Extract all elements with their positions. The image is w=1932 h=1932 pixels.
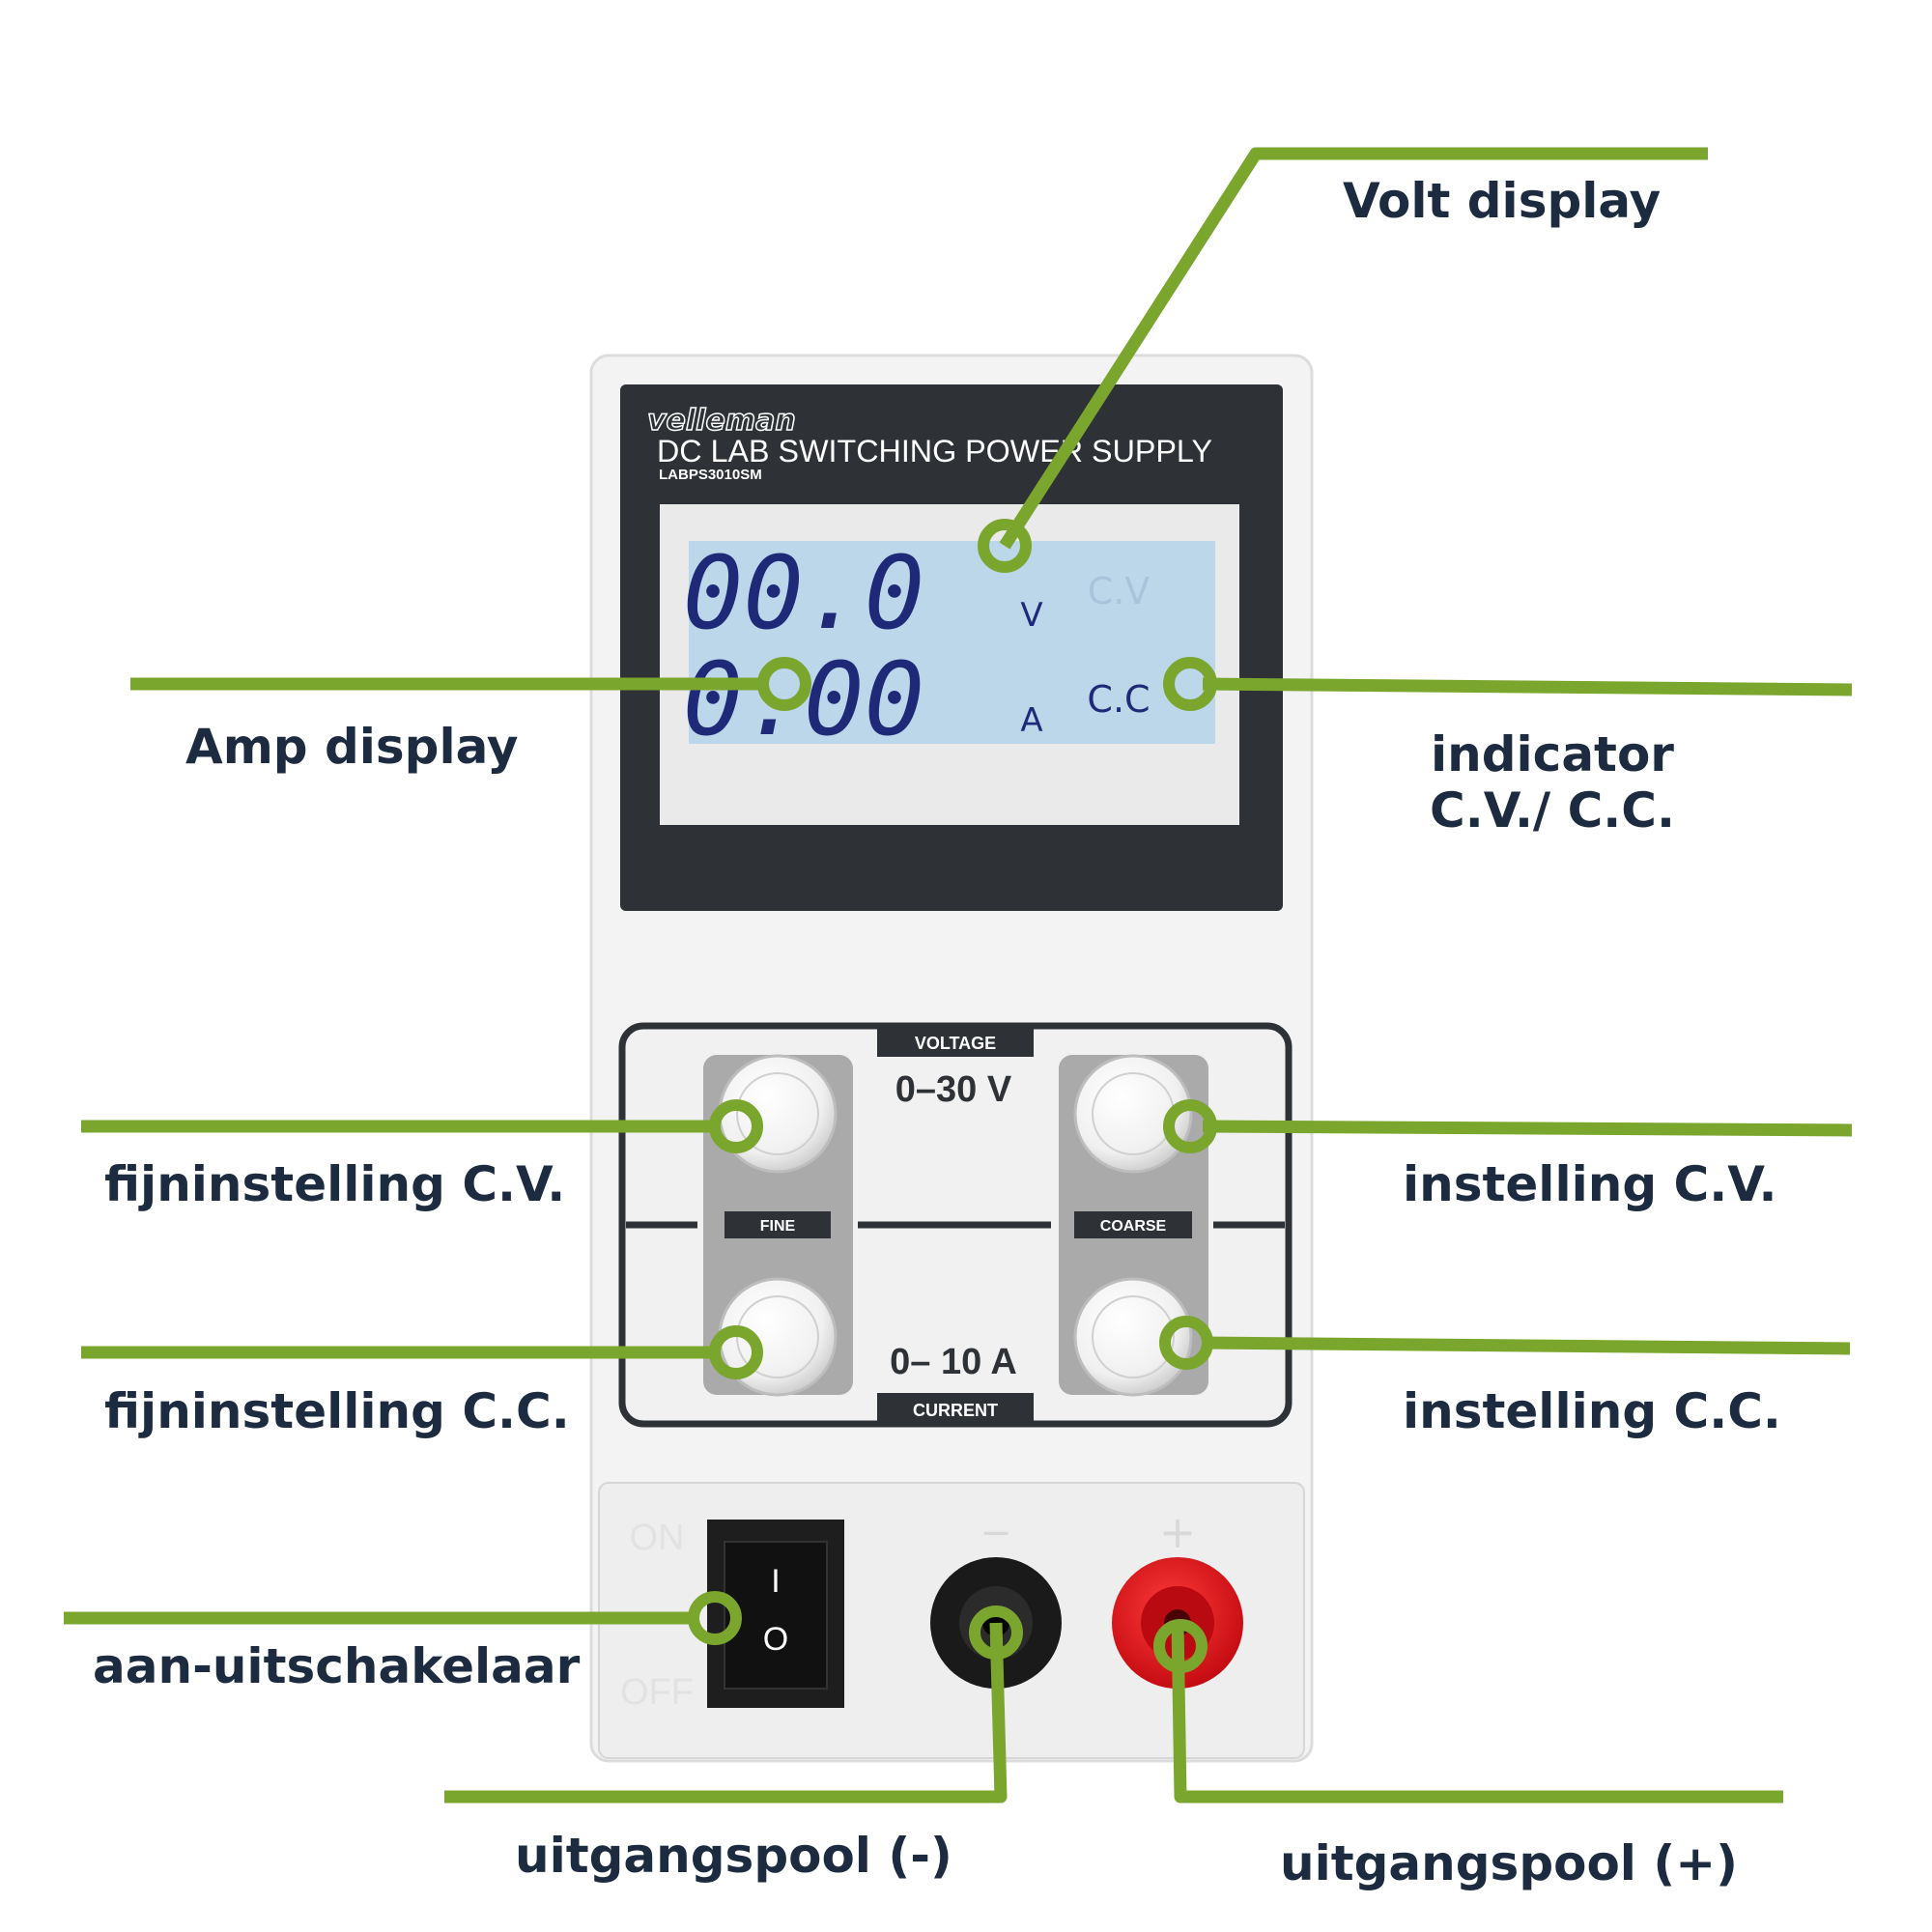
label-setting-cc: instelling C.C. bbox=[1403, 1383, 1781, 1439]
marker-fine-cc bbox=[709, 1325, 763, 1379]
label-output-negative: uitgangspool (-) bbox=[515, 1828, 952, 1884]
marker-positive bbox=[1153, 1619, 1208, 1673]
callout-line-negative bbox=[444, 1622, 1008, 1804]
fine-voltage-knob[interactable] bbox=[718, 1054, 838, 1174]
label-indicator-line1: indicator bbox=[1431, 726, 1674, 782]
voltage-tab bbox=[877, 1026, 1034, 1057]
callout-line-positive bbox=[1171, 1622, 1783, 1804]
callout-line-volt bbox=[999, 147, 1708, 550]
marker-negative bbox=[969, 1605, 1023, 1660]
coarse-tag-label: COARSE bbox=[1100, 1218, 1167, 1235]
current-tab bbox=[877, 1393, 1034, 1424]
power-switch[interactable] bbox=[707, 1520, 844, 1708]
device-title: DC LAB SWITCHING POWER SUPPLY bbox=[657, 434, 1212, 469]
voltage-tab-label: VOLTAGE bbox=[915, 1034, 996, 1053]
voltage-range: 0–30 V bbox=[895, 1069, 1012, 1110]
label-volt-display: Volt display bbox=[1343, 173, 1662, 229]
brand-logo: velleman bbox=[647, 404, 796, 438]
marker-setting-cv bbox=[1163, 1099, 1217, 1153]
label-fine-cv: fijninstelling C.V. bbox=[104, 1156, 566, 1212]
negative-symbol: − bbox=[980, 1511, 1012, 1555]
label-output-positive: uitgangspool (+) bbox=[1280, 1835, 1738, 1891]
coarse-voltage-knob[interactable] bbox=[1073, 1054, 1193, 1174]
callout-markers bbox=[688, 519, 1217, 1673]
current-tab-label: CURRENT bbox=[913, 1401, 998, 1420]
marker-volt bbox=[978, 519, 1032, 573]
current-unit: A bbox=[1020, 701, 1042, 740]
model-number: LABPS3010SM bbox=[659, 467, 762, 483]
label-amp-display: Amp display bbox=[185, 719, 519, 775]
power-supply-unit: velleman DC LAB SWITCHING POWER SUPPLY L… bbox=[589, 354, 1314, 1763]
marker-switch bbox=[688, 1591, 742, 1645]
label-setting-cv: instelling C.V. bbox=[1403, 1156, 1777, 1212]
coarse-current-knob[interactable] bbox=[1073, 1277, 1193, 1397]
marker-setting-cc bbox=[1159, 1316, 1213, 1370]
callout-line-setting-cc bbox=[1202, 1336, 1851, 1355]
label-indicator: indicator C.V./ C.C. bbox=[1430, 726, 1675, 838]
label-power-switch: aan-uitschakelaar bbox=[93, 1638, 581, 1694]
cc-indicator: C.C bbox=[1087, 678, 1150, 721]
positive-symbol: + bbox=[1159, 1506, 1197, 1558]
switch-on-label: ON bbox=[630, 1518, 685, 1558]
label-indicator-line2: C.V./ C.C. bbox=[1430, 781, 1675, 838]
fine-tag bbox=[724, 1211, 831, 1238]
voltage-unit: V bbox=[1020, 596, 1042, 635]
marker-fine-cv bbox=[709, 1099, 763, 1153]
cv-indicator: C.V bbox=[1088, 570, 1151, 612]
callout-line-indicator bbox=[1202, 677, 1853, 696]
voltage-reading: 00.0 bbox=[683, 534, 924, 652]
switch-off-symbol: O bbox=[763, 1621, 788, 1658]
marker-amp bbox=[757, 657, 811, 711]
marker-indicator bbox=[1163, 657, 1217, 711]
coarse-tag bbox=[1074, 1211, 1192, 1238]
callout-lines bbox=[64, 147, 1853, 1804]
current-range: 0– 10 A bbox=[890, 1342, 1017, 1382]
callout-line-setting-cv bbox=[1202, 1120, 1853, 1137]
label-fine-cc: fijninstelling C.C. bbox=[104, 1383, 570, 1439]
switch-on-symbol: I bbox=[771, 1563, 780, 1600]
switch-off-label: OFF bbox=[620, 1672, 694, 1713]
lcd-screen bbox=[689, 541, 1215, 744]
fine-tag-label: FINE bbox=[760, 1218, 796, 1235]
